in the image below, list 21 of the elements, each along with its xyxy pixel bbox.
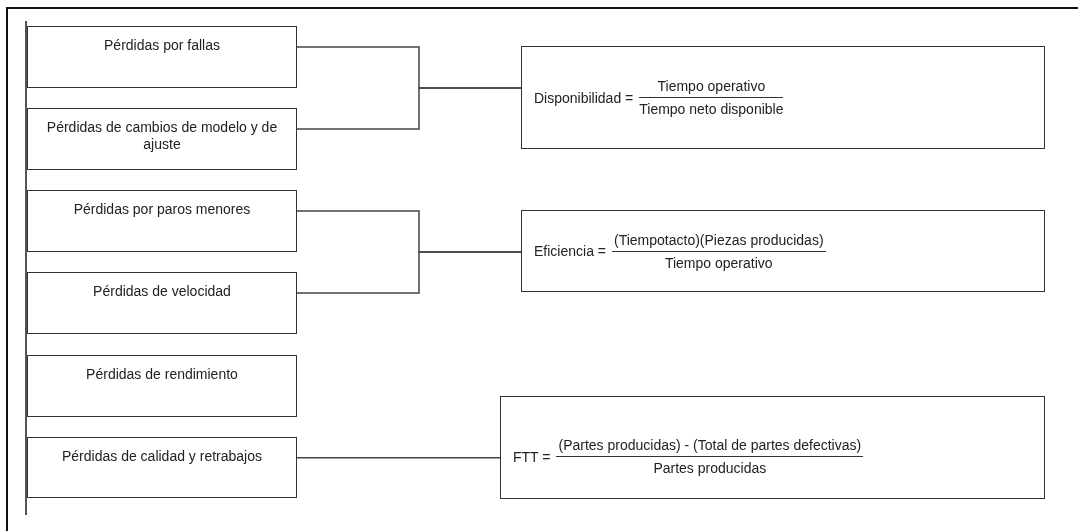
denominator: Partes producidas — [652, 459, 768, 476]
connector-line — [296, 251, 522, 294]
numerator: (Tiempotacto)(Piezas producidas) — [612, 231, 826, 252]
loss-box: Pérdidas por paros menores — [27, 190, 297, 252]
numerator: Tiempo operativo — [639, 78, 784, 98]
connector-line — [296, 457, 501, 459]
formula-label: Eficiencia = — [534, 243, 606, 259]
formula-box — [521, 210, 1045, 292]
loss-box: Pérdidas de calidad y retrabajos — [27, 437, 297, 498]
loss-box: Pérdidas por fallas — [27, 26, 297, 88]
denominator: Tiempo neto disponible — [639, 100, 784, 117]
formula-box — [500, 396, 1045, 499]
formula-box — [521, 46, 1045, 149]
formula-label: Disponibilidad = — [534, 89, 634, 106]
numerator: (Partes producidas) - (Total de partes defectivas) — [556, 437, 864, 457]
formula-label: FTT = — [513, 448, 551, 465]
loss-box: Pérdidas de velocidad — [27, 272, 297, 334]
loss-box: Pérdidas de cambios de modelo y de ajuste — [27, 108, 297, 170]
connector-line — [296, 87, 522, 130]
denominator: Tiempo operativo — [663, 253, 774, 271]
loss-box: Pérdidas de rendimiento — [27, 355, 297, 417]
